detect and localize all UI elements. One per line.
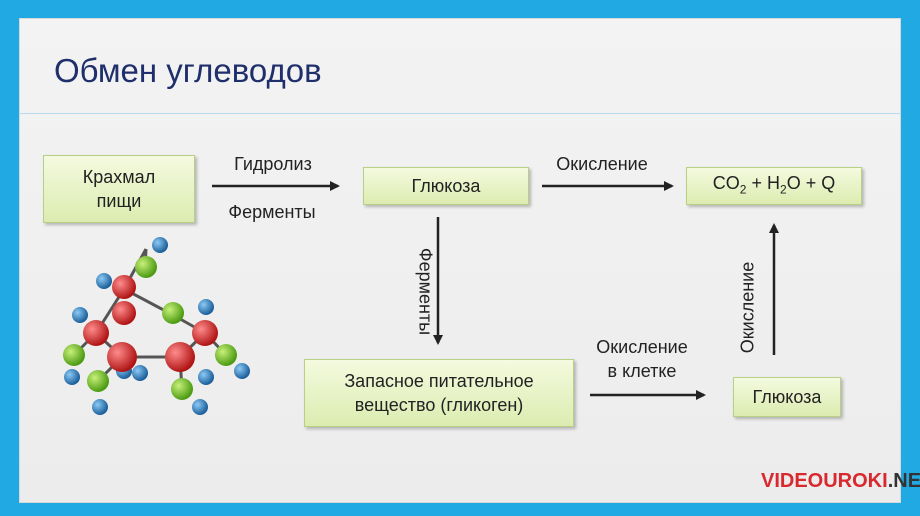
products-formula: CO2 + H2O + Q — [712, 172, 836, 197]
oxidation-cell-label: Окисление в клетке — [582, 335, 702, 383]
enzymes-horizontal-label: Ферменты — [228, 202, 316, 222]
glucose-top-box: Глюкоза — [363, 167, 529, 205]
oxidation-top-label: Окисление — [556, 154, 648, 174]
arrows-layer — [72, 181, 779, 400]
slide: Обмен углеводов Крахмал пищи Глюкоза CO2… — [19, 18, 901, 503]
page-title: Обмен углеводов — [54, 52, 322, 89]
glucose-top-label: Глюкоза — [411, 176, 481, 196]
glycogen-line-1: Запасное питательное — [344, 371, 534, 391]
starch-line-2: пищи — [96, 191, 142, 211]
hydrolysis-label: Гидролиз — [234, 154, 312, 174]
glycogen-box: Запасное питательное вещество (гликоген) — [304, 359, 574, 427]
glucose-right-box: Глюкоза — [733, 377, 841, 417]
molecule-icon — [72, 248, 228, 392]
glucose-right-label: Глюкоза — [752, 387, 822, 407]
starch-line-1: Крахмал — [82, 167, 156, 187]
title-divider — [20, 113, 900, 114]
videouroki-logo: VIDEOUROKI.NET — [761, 470, 920, 492]
products-box: CO2 + H2O + Q — [686, 167, 862, 205]
oxidation-cell-line-1: Окисление — [596, 337, 688, 357]
glycogen-line-2: вещество (гликоген) — [354, 395, 524, 415]
starch-box: Крахмал пищи — [43, 155, 195, 223]
oxidation-cell-line-2: в клетке — [607, 361, 677, 381]
